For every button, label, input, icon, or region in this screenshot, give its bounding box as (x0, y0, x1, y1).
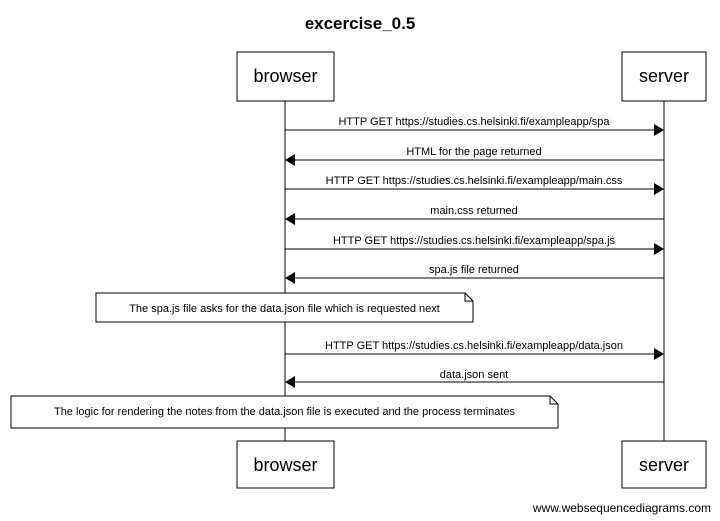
arrowhead-right (654, 243, 664, 255)
message-2: HTML for the page returned (285, 146, 664, 166)
arrowhead-right (654, 348, 664, 360)
message-3-label: HTTP GET https://studies.cs.helsinki.fi/… (326, 175, 623, 187)
message-7-label: HTTP GET https://studies.cs.helsinki.fi/… (325, 340, 623, 352)
message-8-label: data.json sent (440, 369, 509, 381)
participant-server-bottom-label: server (639, 455, 689, 475)
arrowhead-right (654, 124, 664, 136)
participant-browser-bottom-label: browser (253, 455, 317, 475)
watermark: www.websequencediagrams.com (532, 501, 711, 515)
arrowhead-left (285, 376, 295, 388)
participant-server-top-label: server (639, 66, 689, 86)
message-4: main.css returned (285, 205, 664, 225)
message-8: data.json sent (285, 369, 664, 388)
note-2-text: The logic for rendering the notes from t… (54, 406, 516, 418)
message-5: HTTP GET https://studies.cs.helsinki.fi/… (285, 235, 664, 255)
arrowhead-right (654, 183, 664, 195)
message-6: spa.js file returned (285, 264, 664, 284)
message-3: HTTP GET https://studies.cs.helsinki.fi/… (285, 175, 664, 195)
message-2-label: HTML for the page returned (406, 146, 541, 158)
message-1-label: HTTP GET https://studies.cs.helsinki.fi/… (338, 116, 610, 128)
participant-browser-top: browser (236, 51, 335, 102)
arrowhead-left (285, 272, 295, 284)
diagram-title: excercise_0.5 (305, 14, 416, 33)
message-6-label: spa.js file returned (429, 264, 519, 276)
participant-server-bottom: server (621, 440, 707, 489)
participant-server-top: server (621, 51, 707, 102)
arrowhead-left (285, 213, 295, 225)
message-1: HTTP GET https://studies.cs.helsinki.fi/… (285, 116, 664, 136)
message-5-label: HTTP GET https://studies.cs.helsinki.fi/… (333, 235, 616, 247)
arrowhead-left (285, 154, 295, 166)
note-1: The spa.js file asks for the data.json f… (95, 292, 474, 323)
note-2: The logic for rendering the notes from t… (10, 395, 559, 429)
participant-browser-top-label: browser (253, 66, 317, 86)
message-4-label: main.css returned (430, 205, 517, 217)
message-7: HTTP GET https://studies.cs.helsinki.fi/… (285, 340, 664, 360)
participant-browser-bottom: browser (236, 440, 335, 489)
note-1-text: The spa.js file asks for the data.json f… (129, 303, 440, 315)
